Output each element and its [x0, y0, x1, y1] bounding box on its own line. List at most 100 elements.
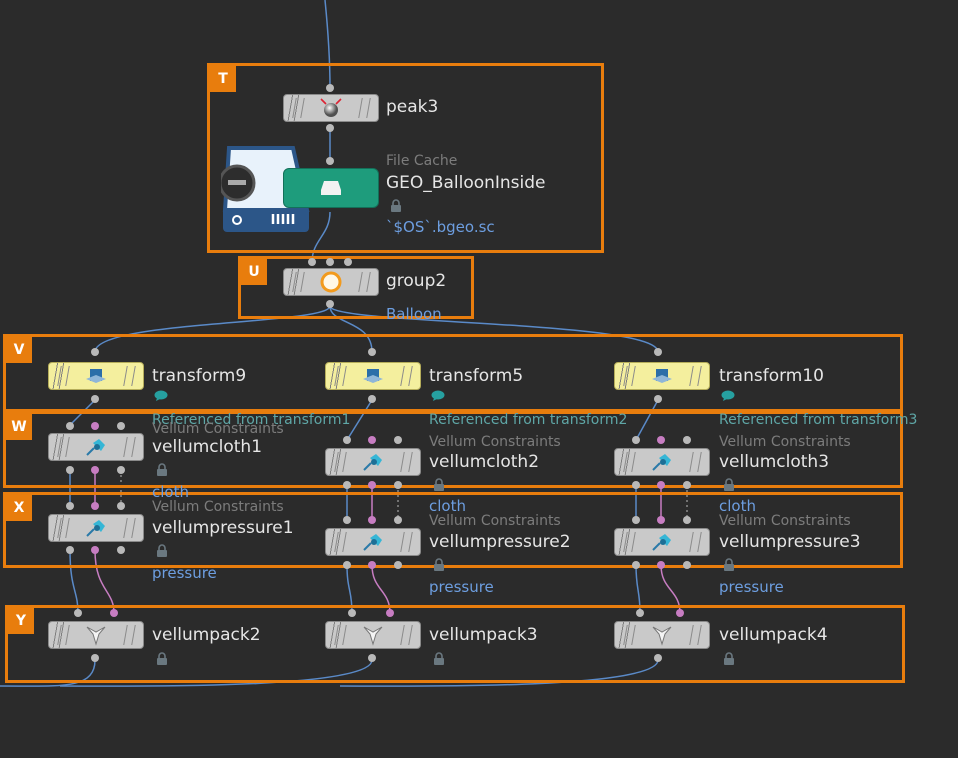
- output-port[interactable]: [66, 466, 74, 474]
- input-port[interactable]: [326, 84, 334, 92]
- input-port[interactable]: [326, 258, 334, 266]
- node-transform10[interactable]: [614, 362, 710, 390]
- output-port[interactable]: [368, 561, 376, 569]
- node-transform5[interactable]: [325, 362, 421, 390]
- node-transform9[interactable]: [48, 362, 144, 390]
- input-port[interactable]: [632, 436, 640, 444]
- input-port[interactable]: [326, 157, 334, 165]
- node-vellumpack4[interactable]: [614, 621, 710, 649]
- input-port[interactable]: [74, 609, 82, 617]
- node-vellumpressure2[interactable]: [325, 528, 421, 556]
- output-port[interactable]: [394, 481, 402, 489]
- network-box-u[interactable]: U: [238, 256, 474, 319]
- node-vellumpressure3[interactable]: [614, 528, 710, 556]
- node-name: vellumpack2: [152, 625, 261, 645]
- node-vellumpack2[interactable]: [48, 621, 144, 649]
- network-box-y[interactable]: Y: [5, 605, 905, 683]
- node-parameter: pressure: [152, 564, 217, 582]
- output-port[interactable]: [657, 481, 665, 489]
- node-type-label: File Cache: [386, 153, 458, 169]
- output-port[interactable]: [91, 395, 99, 403]
- output-port[interactable]: [326, 300, 334, 308]
- input-port[interactable]: [394, 516, 402, 524]
- input-port[interactable]: [348, 609, 356, 617]
- input-port[interactable]: [91, 422, 99, 430]
- input-port[interactable]: [683, 516, 691, 524]
- comment-icon[interactable]: [154, 390, 168, 401]
- input-port[interactable]: [386, 609, 394, 617]
- output-port[interactable]: [632, 481, 640, 489]
- output-port[interactable]: [368, 481, 376, 489]
- input-port[interactable]: [117, 502, 125, 510]
- network-box-w[interactable]: W: [3, 411, 903, 488]
- input-port[interactable]: [368, 348, 376, 356]
- network-box-label: V: [6, 337, 32, 363]
- input-port[interactable]: [676, 609, 684, 617]
- output-port[interactable]: [683, 481, 691, 489]
- output-port[interactable]: [657, 561, 665, 569]
- input-port[interactable]: [654, 348, 662, 356]
- node-name: group2: [386, 271, 447, 291]
- output-port[interactable]: [91, 546, 99, 554]
- node-parameter: cloth: [719, 497, 756, 515]
- output-port[interactable]: [683, 561, 691, 569]
- input-port[interactable]: [344, 258, 352, 266]
- input-port[interactable]: [657, 436, 665, 444]
- output-port[interactable]: [91, 654, 99, 662]
- input-port[interactable]: [343, 516, 351, 524]
- output-port[interactable]: [343, 481, 351, 489]
- input-port[interactable]: [110, 609, 118, 617]
- input-port[interactable]: [308, 258, 316, 266]
- node-vellumcloth3[interactable]: [614, 448, 710, 476]
- node-type-label: Vellum Constraints: [719, 513, 851, 529]
- output-port[interactable]: [368, 654, 376, 662]
- node-filecache[interactable]: [283, 168, 379, 208]
- output-port[interactable]: [654, 654, 662, 662]
- output-port[interactable]: [654, 395, 662, 403]
- reference-label: Referenced from transform3: [719, 412, 918, 428]
- input-port[interactable]: [117, 422, 125, 430]
- comment-icon[interactable]: [721, 390, 735, 401]
- output-port[interactable]: [117, 546, 125, 554]
- lock-icon: [434, 558, 444, 571]
- comment-icon[interactable]: [431, 390, 445, 401]
- network-box-x[interactable]: X: [3, 492, 903, 568]
- input-port[interactable]: [657, 516, 665, 524]
- node-name: GEO_BalloonInside: [386, 173, 546, 193]
- output-port[interactable]: [91, 466, 99, 474]
- sphere-icon: [318, 96, 344, 120]
- node-peak3[interactable]: [283, 94, 379, 122]
- input-port[interactable]: [632, 516, 640, 524]
- input-port[interactable]: [91, 502, 99, 510]
- lock-icon: [724, 652, 734, 665]
- input-port[interactable]: [683, 436, 691, 444]
- node-vellumcloth2[interactable]: [325, 448, 421, 476]
- input-port[interactable]: [91, 348, 99, 356]
- node-name: transform10: [719, 366, 824, 386]
- node-type-label: Vellum Constraints: [152, 499, 284, 515]
- node-vellumpack3[interactable]: [325, 621, 421, 649]
- output-port[interactable]: [632, 561, 640, 569]
- lock-icon: [724, 478, 734, 491]
- output-port[interactable]: [394, 561, 402, 569]
- input-port[interactable]: [66, 502, 74, 510]
- input-port[interactable]: [368, 516, 376, 524]
- input-port[interactable]: [368, 436, 376, 444]
- input-port[interactable]: [394, 436, 402, 444]
- input-port[interactable]: [636, 609, 644, 617]
- input-port[interactable]: [66, 422, 74, 430]
- node-type-label: Vellum Constraints: [429, 434, 561, 450]
- output-port[interactable]: [368, 395, 376, 403]
- input-port[interactable]: [343, 436, 351, 444]
- node-vellumcloth1[interactable]: [48, 433, 144, 461]
- node-group2[interactable]: [283, 268, 379, 296]
- node-vellumpressure1[interactable]: [48, 514, 144, 542]
- network-box-label: U: [241, 259, 267, 285]
- network-box-t[interactable]: T: [207, 63, 604, 253]
- output-port[interactable]: [343, 561, 351, 569]
- output-port[interactable]: [326, 124, 334, 132]
- network-box-v[interactable]: V: [3, 334, 903, 412]
- node-name: vellumpack3: [429, 625, 538, 645]
- output-port[interactable]: [117, 466, 125, 474]
- output-port[interactable]: [66, 546, 74, 554]
